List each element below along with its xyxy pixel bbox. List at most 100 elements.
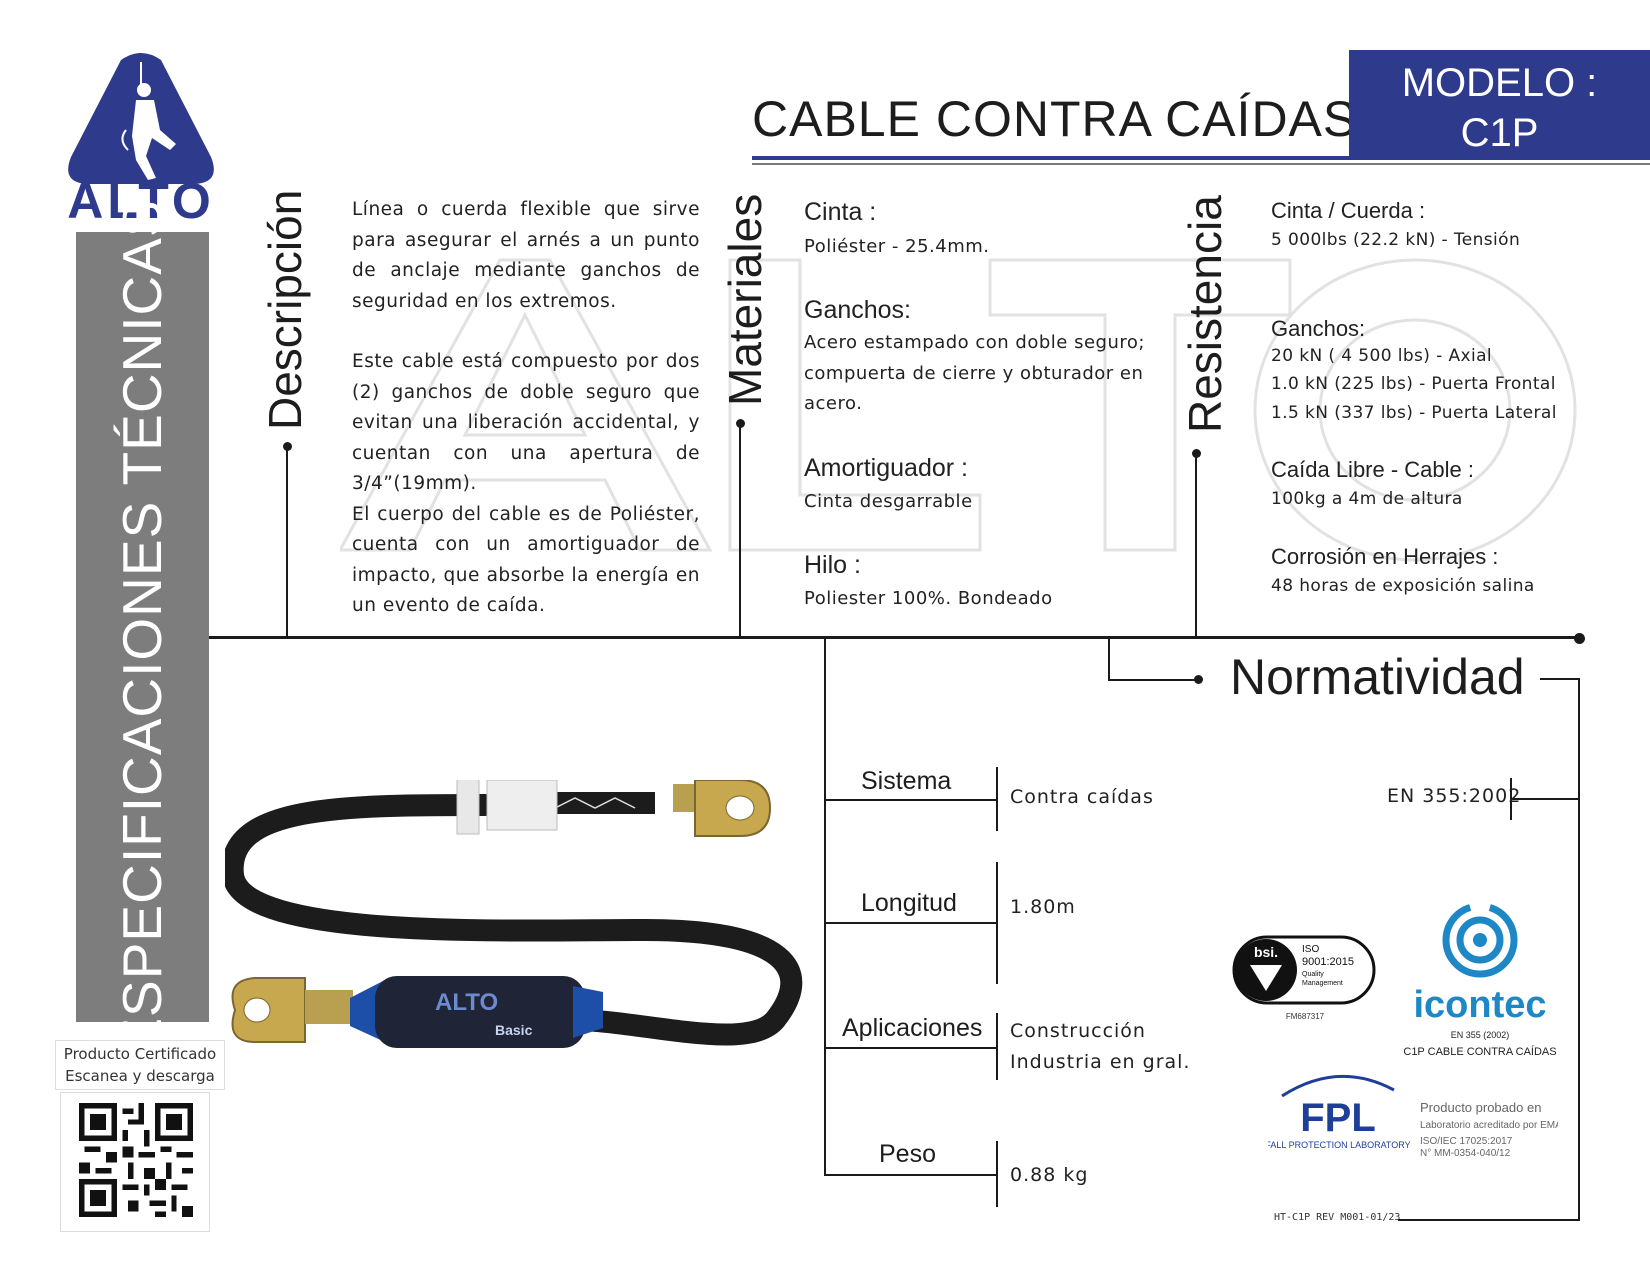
descripcion-dot	[283, 442, 292, 451]
res-ganchos-line-2: 1.0 kN (225 lbs) - Puerta Frontal	[1271, 374, 1556, 394]
snap-hook-left	[231, 977, 353, 1043]
model-box: MODELO : C1P	[1349, 50, 1650, 160]
shock-pack-sub: Basic	[495, 1022, 533, 1038]
bsi-cert-logo: bsi. ISO 9001:2015 Quality Management FM…	[1232, 935, 1376, 1021]
res-ganchos-line-1: 20 kN ( 4 500 lbs) - Axial	[1271, 346, 1493, 366]
spec-peso-value: 0.88 kg	[1010, 1164, 1089, 1186]
logo-text: ALTO	[67, 173, 214, 222]
title-rule	[752, 156, 1650, 160]
spec-aplicaciones-line	[824, 1047, 996, 1049]
bsi-line3: Quality	[1302, 971, 1324, 978]
bsi-code: FM687317	[1286, 1012, 1325, 1021]
qr-code-image	[79, 1103, 193, 1217]
page-title: CABLE CONTRA CAÍDAS	[752, 91, 1358, 147]
mat-amortiguador-title: Amortiguador :	[804, 454, 968, 482]
qr-code[interactable]	[60, 1092, 210, 1232]
mat-amortiguador-text: Cinta desgarrable	[804, 491, 973, 512]
alto-watermark	[340, 258, 1577, 562]
main-divider	[209, 636, 1579, 639]
mat-hilo-text: Poliester 100%. Bondeado	[804, 588, 1053, 609]
spec-peso-label: Peso	[879, 1140, 936, 1168]
mat-ganchos-text: Acero estampado con doble seguro; compue…	[804, 332, 1145, 414]
spec-longitud-label: Longitud	[861, 889, 957, 917]
shock-pack-brand: ALTO	[435, 989, 498, 1016]
section-label-descripcion: Descripción	[259, 189, 311, 430]
bsi-line1: ISO	[1302, 944, 1319, 955]
fpl-brand: FPL	[1300, 1096, 1376, 1140]
resistencia-dot	[1192, 449, 1201, 458]
spec-longitud-tick	[996, 862, 998, 984]
descripcion-p3: El cuerpo del cable es de Poliéster, cue…	[352, 503, 700, 617]
fpl-line4: N° MM-0354-040/12	[1420, 1148, 1511, 1159]
res-caida-title: Caída Libre - Cable :	[1271, 457, 1474, 482]
icontec-brand: icontec	[1413, 984, 1546, 1026]
icontec-line1: EN 355 (2002)	[1451, 1030, 1510, 1040]
mat-hilo-title: Hilo :	[804, 551, 861, 579]
snap-hook-right	[673, 780, 772, 837]
spec-aplicaciones-label: Aplicaciones	[842, 1014, 983, 1042]
norm-connector-v	[1108, 638, 1110, 680]
specs-band: ESPECIFICACIONES TÉCNICAS	[76, 199, 209, 1055]
res-corrosion-title: Corrosión en Herrajes :	[1271, 544, 1499, 569]
mat-ganchos-title: Ganchos:	[804, 296, 912, 324]
mat-cinta-text: Poliéster - 25.4mm.	[804, 236, 990, 257]
resistencia-connector	[1195, 454, 1197, 637]
norm-bracket-top	[1540, 678, 1580, 680]
spec-sistema-line	[824, 799, 996, 801]
norm-dot	[1194, 675, 1203, 684]
section-label-normatividad: Normatividad	[1230, 649, 1525, 705]
section-label-materiales: Materiales	[719, 193, 771, 406]
bsi-brand: bsi.	[1254, 944, 1278, 960]
qr-caption-line-1: Producto Certificado	[63, 1045, 217, 1063]
spec-aplicaciones-tick	[996, 1013, 998, 1080]
res-ganchos-line-3: 1.5 kN (337 lbs) - Puerta Lateral	[1271, 403, 1557, 423]
norm-connector-h	[1108, 679, 1200, 681]
spec-sistema-label: Sistema	[861, 767, 952, 795]
icontec-line2: C1P CABLE CONTRA CAÍDAS	[1403, 1045, 1556, 1058]
specs-band-label: ESPECIFICACIONES TÉCNICAS	[111, 199, 173, 1055]
fpl-line3: ISO/IEC 17025:2017	[1420, 1136, 1513, 1147]
spec-sistema-tick	[996, 767, 998, 831]
model-label: MODELO :	[1401, 61, 1598, 105]
descripcion-p2: Este cable está compuesto por dos (2) ga…	[352, 351, 700, 494]
norm-standard-connector	[1510, 798, 1580, 800]
res-cinta-title: Cinta / Cuerda :	[1271, 198, 1426, 223]
descripcion-connector	[286, 447, 288, 637]
norm-bracket-right	[1578, 678, 1580, 1221]
icontec-cert-logo: icontec EN 355 (2002) C1P CABLE CONTRA C…	[1403, 902, 1557, 1058]
lanyard-product-image: ALTO Basic	[225, 780, 803, 1048]
fpl-subtitle: FALL PROTECTION LABORATORY	[1268, 1140, 1411, 1150]
materiales-dot	[736, 419, 745, 428]
qr-caption-line-2: Escanea y descarga	[65, 1067, 215, 1085]
res-cinta-line: 5 000lbs (22.2 kN) - Tensión	[1271, 230, 1521, 250]
spec-peso-tick	[996, 1141, 998, 1207]
materiales-connector	[739, 424, 741, 637]
title-rule-secondary	[752, 163, 1650, 165]
alto-logo: ALTO	[67, 53, 214, 222]
fpl-line1: Producto probado en	[1420, 1100, 1541, 1115]
qr-caption: Producto Certificado Escanea y descarga	[55, 1040, 225, 1090]
spec-aplicaciones-value: Construcción Industria en gral.	[1010, 1020, 1191, 1073]
spec-longitud-line	[824, 922, 996, 924]
descripcion-text: Línea o cuerda flexible que sirve para a…	[352, 195, 700, 622]
section-label-resistencia: Resistencia	[1179, 195, 1231, 433]
mat-cinta-title: Cinta :	[804, 198, 877, 226]
norm-standard-tick	[1510, 778, 1512, 820]
fpl-line2: Laboratorio acreditado por EMA	[1420, 1120, 1558, 1131]
model-value: C1P	[1460, 111, 1539, 155]
norm-standard: EN 355:2002	[1387, 785, 1522, 807]
res-ganchos-title: Ganchos:	[1271, 316, 1366, 341]
main-divider-end-dot	[1574, 633, 1585, 644]
fpl-cert-logo: FPL FALL PROTECTION LABORATORY Producto …	[1268, 1074, 1558, 1159]
res-caida-line: 100kg a 4m de altura	[1271, 489, 1463, 509]
specs-trunk	[824, 638, 826, 1176]
doc-code: HT-C1P REV M001-01/23	[1274, 1212, 1401, 1223]
descripcion-p1: Línea o cuerda flexible que sirve para a…	[352, 199, 700, 312]
spec-peso-line	[824, 1174, 996, 1176]
bsi-line2: 9001:2015	[1302, 956, 1354, 968]
bsi-line4: Management	[1302, 980, 1343, 987]
spec-longitud-value: 1.80m	[1010, 896, 1076, 918]
norm-bracket-bottom	[1398, 1219, 1580, 1221]
res-corrosion-line: 48 horas de exposición salina	[1271, 576, 1535, 596]
spec-sistema-value: Contra caídas	[1010, 786, 1154, 808]
